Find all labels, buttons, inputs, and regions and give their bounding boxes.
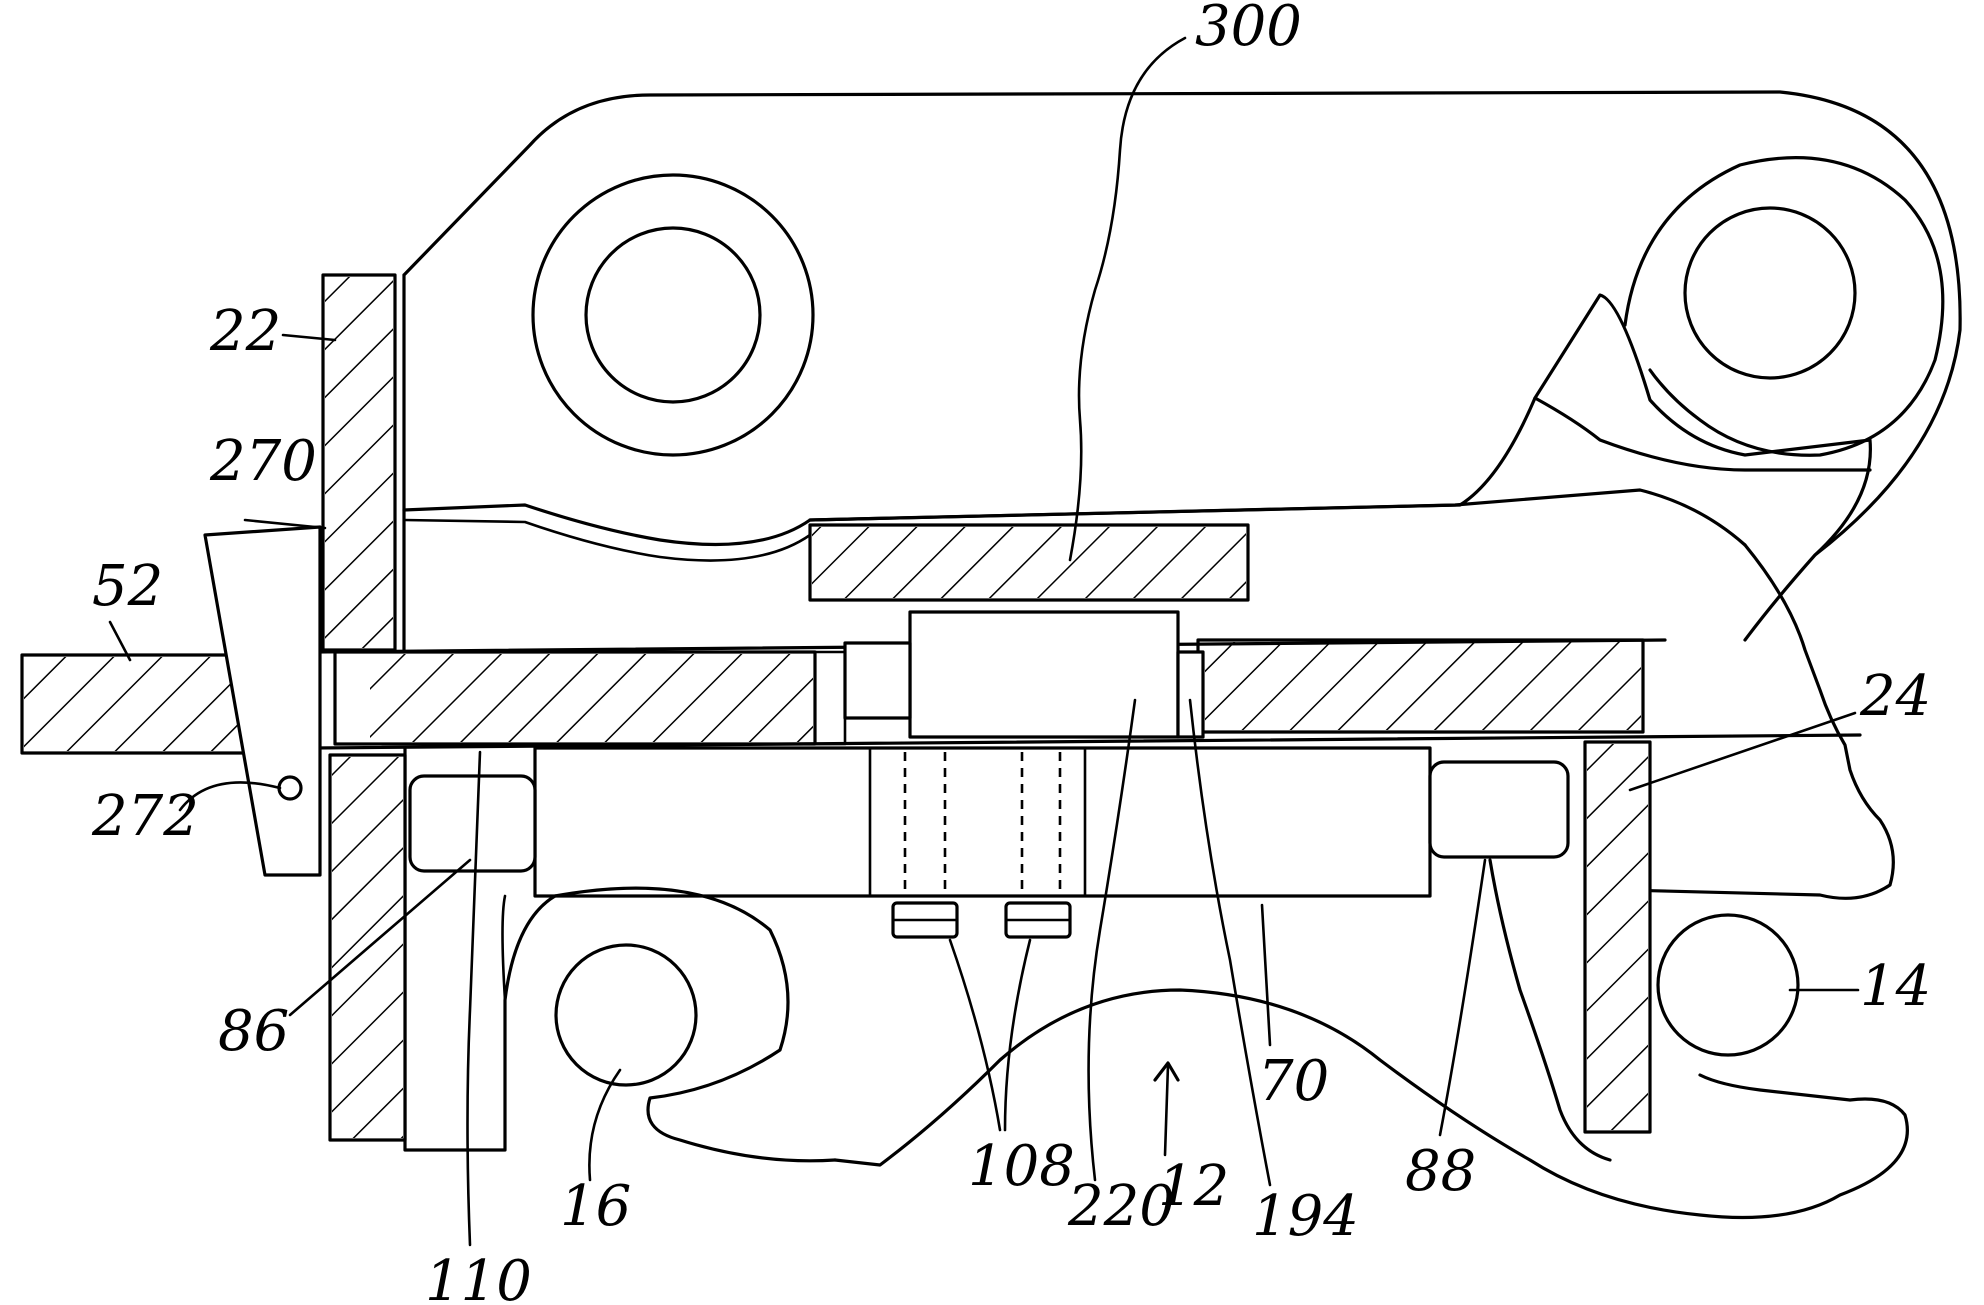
- label-16: 16: [560, 1174, 631, 1239]
- upper-pin-left-outer: [533, 175, 813, 455]
- label-52: 52: [92, 554, 163, 619]
- label-70: 70: [1258, 1049, 1329, 1114]
- lower-pin-16: [556, 945, 696, 1085]
- frame-hook-edge: [810, 295, 1870, 555]
- plate-right-hatch: [1205, 642, 1641, 730]
- leader-270: [245, 520, 325, 528]
- label-300: 300: [1195, 0, 1302, 59]
- upper-pin-left-inner: [586, 228, 760, 402]
- label-270: 270: [209, 429, 317, 494]
- upper-pin-right-outer: [1625, 158, 1943, 456]
- label-12: 12: [1158, 1154, 1229, 1219]
- label-194: 194: [1252, 1184, 1359, 1249]
- leader-88: [1440, 860, 1485, 1135]
- leader-12: [1165, 1065, 1168, 1155]
- label-272: 272: [91, 784, 199, 849]
- cylinder-70: [535, 748, 1430, 896]
- leader-70: [1262, 905, 1270, 1045]
- leader-16: [589, 1070, 620, 1180]
- rod-end-88: [1430, 762, 1568, 857]
- frame-lower-edge-inner: [404, 520, 810, 561]
- label-88: 88: [1405, 1139, 1476, 1204]
- label-86: 86: [218, 999, 289, 1064]
- upper-pin-right-inner: [1685, 208, 1855, 378]
- label-108: 108: [968, 1134, 1075, 1199]
- wedge-300-hatch: [812, 527, 1246, 598]
- label-110: 110: [425, 1249, 532, 1305]
- lower-left-inner: [503, 896, 506, 1000]
- block-220: [910, 612, 1178, 737]
- block-220-side-left: [845, 643, 910, 718]
- frame-right-tail: [1625, 545, 1893, 898]
- lower-pin-14: [1658, 915, 1798, 1055]
- leader-24: [1630, 713, 1855, 790]
- frame-lower-right: [1535, 398, 1870, 470]
- side-plate-24-hatch: [1587, 744, 1648, 1130]
- plate-left-hatch: [370, 654, 813, 742]
- label-24: 24: [1859, 664, 1931, 729]
- rod-52-hatch: [24, 657, 245, 751]
- side-plate-22-top-hatch: [325, 277, 393, 648]
- rod-end-86: [410, 776, 535, 871]
- label-22: 22: [209, 299, 281, 364]
- label-14: 14: [1860, 954, 1931, 1019]
- leader-108b: [1005, 940, 1030, 1130]
- leader-300: [1070, 38, 1185, 560]
- block-220-mid-left: [815, 652, 845, 744]
- block-220-side-right: [1178, 652, 1203, 737]
